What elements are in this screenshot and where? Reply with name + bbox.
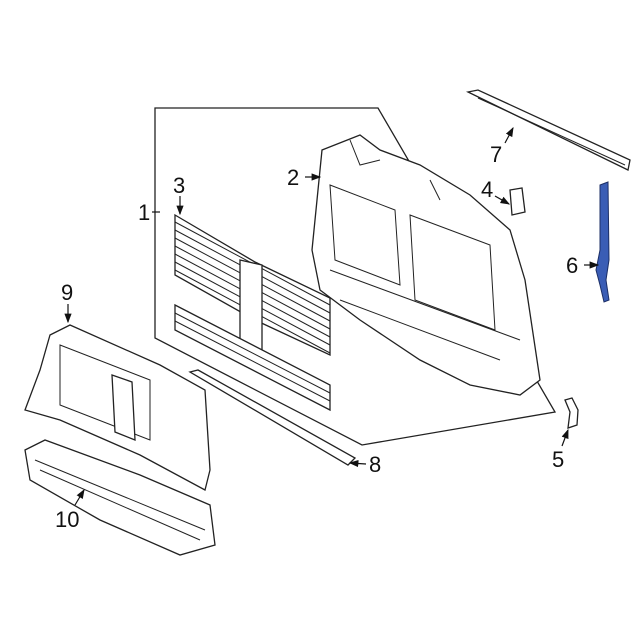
part-4-bracket[interactable] bbox=[509, 187, 526, 216]
callout-2: 2 bbox=[287, 165, 299, 190]
part-10-lower-deflector[interactable] bbox=[24, 439, 216, 556]
part-6-seal-highlighted[interactable] bbox=[595, 181, 610, 303]
part-9-air-deflector[interactable] bbox=[24, 324, 211, 491]
callout-9: 9 bbox=[61, 280, 73, 305]
callout-3: 3 bbox=[173, 173, 185, 198]
callout-6: 6 bbox=[566, 253, 578, 278]
part-3-grille-shutter[interactable] bbox=[174, 213, 331, 412]
callout-5: 5 bbox=[552, 447, 564, 472]
callout-4: 4 bbox=[481, 177, 493, 202]
part-2-radiator-support[interactable] bbox=[311, 134, 541, 396]
callout-10: 10 bbox=[55, 507, 79, 532]
callout-7: 7 bbox=[490, 142, 502, 167]
part-8-lower-seal[interactable] bbox=[188, 369, 357, 466]
leader-lines bbox=[64, 126, 600, 506]
callout-1: 1 bbox=[138, 200, 150, 225]
part-5-clip[interactable] bbox=[564, 397, 579, 429]
assembly-outline bbox=[154, 107, 557, 446]
callout-8: 8 bbox=[369, 452, 381, 477]
